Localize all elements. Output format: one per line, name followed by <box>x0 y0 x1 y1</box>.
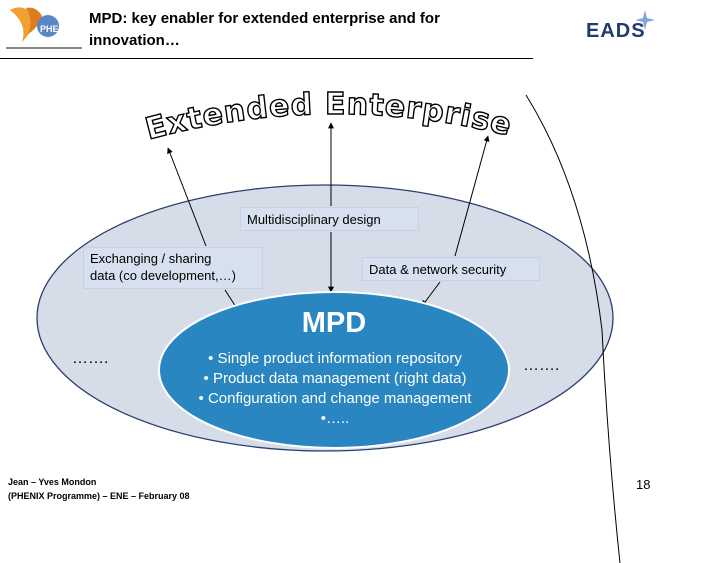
mpd-bullet: •….. <box>320 410 350 427</box>
header-divider <box>0 58 533 59</box>
ellipsis-right: ……. <box>523 357 560 374</box>
ellipsis-left: ……. <box>72 350 109 367</box>
mpd-title: MPD <box>301 307 367 339</box>
mpd-bullet-list: • Single product information repository … <box>170 349 500 429</box>
arrow-security-to-mpd <box>421 281 441 307</box>
multidisciplinary-design-box: Multidisciplinary design <box>240 207 419 231</box>
mpd-ellipse <box>158 291 510 449</box>
data-network-security-box: Data & network security <box>362 257 540 281</box>
phenix-logo-text: PHENIX <box>40 24 74 34</box>
arrow-exchanging-to-banner <box>167 147 207 247</box>
exchanging-sharing-box: Exchanging / sharing data (co developmen… <box>83 247 263 289</box>
slide-title: MPD: key enabler for extended enterprise… <box>89 10 440 49</box>
enterprise-boundary-line <box>525 94 621 563</box>
mpd-bullet: • Configuration and change management <box>198 390 472 407</box>
eads-logo <box>635 10 655 30</box>
eads-logo-text: EADS <box>586 20 646 42</box>
phenix-logo: PHENIX <box>6 7 82 49</box>
mpd-bullet: • Product data management (right data) <box>203 370 467 387</box>
page-number: 18 <box>636 477 651 492</box>
extended-enterprise-banner: Extended Enterprise <box>142 87 516 147</box>
mpd-bullet: • Single product information repository <box>208 350 462 367</box>
arrow-security-to-banner <box>454 135 490 257</box>
footer-author: Jean – Yves Mondon (PHENIX Programme) – … <box>8 477 190 501</box>
